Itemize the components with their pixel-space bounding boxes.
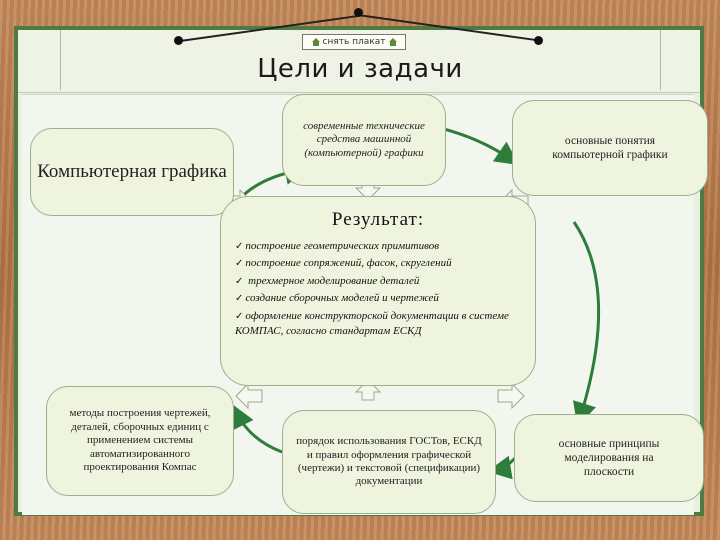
block-arrow	[235, 382, 263, 410]
node-plane-principles: основные принципы моделирования на плоск…	[514, 414, 704, 502]
checkmark-icon: ✓	[235, 310, 244, 322]
node-gost-order: порядок использования ГОСТов, ЕСКД и пра…	[282, 410, 496, 514]
snap-poster-label: снять плакат	[322, 37, 386, 47]
node-modern-means: современные технические средства машинно…	[282, 94, 446, 186]
grid-line	[660, 30, 661, 90]
node-methods: методы построения чертежей, деталей, сбо…	[46, 386, 234, 496]
arrow-to-basic-concepts	[439, 126, 520, 166]
pin-icon	[354, 8, 363, 17]
checkmark-icon: ✓	[235, 275, 244, 287]
checkmark-icon: ✓	[235, 241, 244, 252]
house-icon	[388, 38, 397, 46]
checkmark-icon: ✓	[235, 258, 244, 270]
grid-line	[18, 92, 700, 93]
pin-icon	[174, 36, 183, 45]
house-icon	[311, 38, 320, 46]
result-item: ✓ трехмерное моделирование деталей	[235, 274, 420, 287]
result-item: ✓построение геометрических примитивов	[235, 240, 440, 252]
checkmark-icon: ✓	[235, 293, 244, 305]
arrow-to-plane-principles	[572, 221, 601, 427]
result-list: ✓построение геометрических примитивов ✓п…	[235, 239, 527, 341]
block-arrow	[497, 382, 525, 410]
node-computer-graphics: Компьютерная графика	[30, 128, 234, 216]
block-arrow	[354, 379, 382, 401]
result-box: Результат: ✓построение геометрических пр…	[220, 196, 536, 386]
arrow-to-methods	[231, 403, 283, 454]
page-title: Цели и задачи	[257, 54, 463, 84]
result-item: ✓построение сопряжений, фасок, скруглени…	[235, 257, 452, 270]
pin-icon	[534, 36, 543, 45]
result-heading: Результат:	[331, 209, 425, 230]
snap-poster-button[interactable]: снять плакат	[302, 34, 406, 50]
result-item: ✓создание сборочных моделей и чертежей	[235, 292, 439, 305]
result-item: ✓оформление конструкторской документации…	[235, 309, 509, 337]
node-basic-concepts: основные понятия компьютерной графики	[512, 100, 708, 196]
grid-line	[60, 30, 61, 90]
